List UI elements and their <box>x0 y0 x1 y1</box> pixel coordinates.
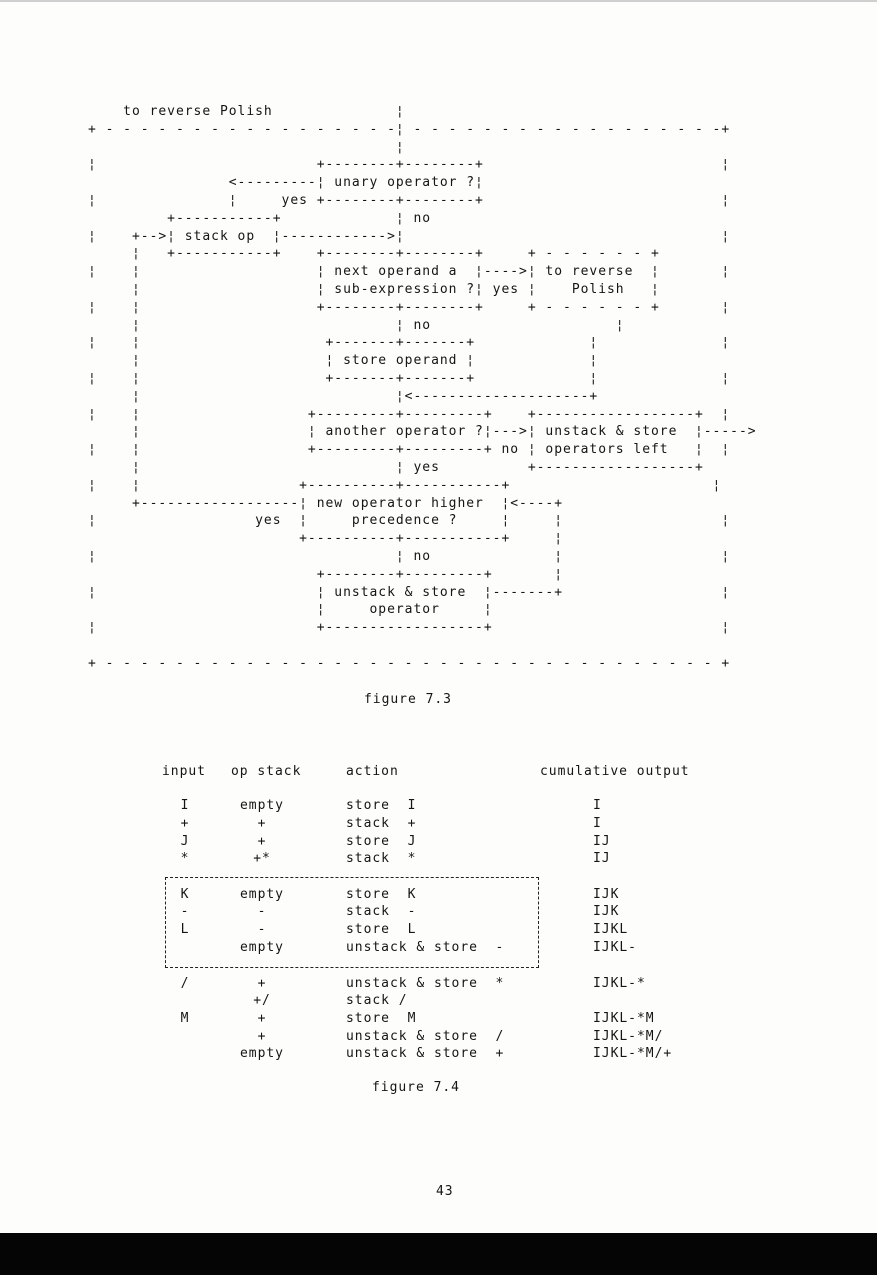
diagram-line: ¦ ¦ +-------+-------+ ¦ ¦ <box>88 335 731 351</box>
cell-op-stack: empty <box>240 887 284 902</box>
cell-op-stack: empty <box>240 940 284 955</box>
diagram-line: + - - - - - - - - - - - - - - - - -¦ - -… <box>88 121 731 137</box>
cell-op-stack: + <box>257 1011 267 1026</box>
cell-output: I <box>593 816 602 831</box>
cell-input: / <box>180 976 190 991</box>
diagram-line: ¦ ¦ yes +------------------+ <box>88 460 704 475</box>
cell-op-stack: - <box>257 922 267 937</box>
cell-input: * <box>180 851 190 866</box>
page-number: 43 <box>436 1184 454 1199</box>
cell-action: unstack & store - <box>346 940 505 955</box>
cell-op-stack: + <box>257 976 267 991</box>
cell-op-stack: + <box>257 816 267 831</box>
cell-op-stack: - <box>257 904 267 919</box>
diagram-line: ¦ +------------------+ ¦ <box>88 620 731 636</box>
header-action: action <box>346 764 399 779</box>
diagram-line: ¦ ¦<--------------------+ <box>88 388 599 404</box>
cell-output: IJ <box>593 851 611 866</box>
cell-action: store K <box>346 887 417 902</box>
cell-action: store M <box>346 1011 417 1026</box>
cell-op-stack: +* <box>253 851 271 866</box>
diagram-line: ¦ ¦ +---------+---------+ +-------------… <box>88 406 731 422</box>
diagram-line: ¦ +-----------+ +--------+--------+ + - … <box>88 246 660 262</box>
diagram-line: ¦ operator ¦ <box>88 602 493 618</box>
diagram-line: ¦ ¦ another operator ?¦--->¦ unstack & s… <box>88 424 757 440</box>
cell-op-stack: empty <box>240 1046 284 1061</box>
cell-input: L <box>180 922 190 937</box>
cell-output: IJ <box>593 834 611 849</box>
diagram-line: ¦ ¦ store operand ¦ ¦ <box>88 353 599 369</box>
diagram-line: ¦ ¦ +----------+-----------+ ¦ <box>88 477 722 493</box>
figure-caption-7-4: figure 7.4 <box>372 1080 460 1095</box>
cell-action: unstack & store / <box>346 1029 505 1044</box>
cell-input: - <box>180 904 190 919</box>
conversion-table-figure-7-4: input op stack action cumulative output … <box>162 764 690 1061</box>
highlighted-subexpression-box <box>165 877 539 968</box>
scan-border <box>0 1233 877 1275</box>
cell-input: K <box>180 887 190 902</box>
cell-action: unstack & store + <box>346 1046 505 1061</box>
diagram-line: ¦ +--------+--------+ ¦ <box>88 157 731 173</box>
diagram-line: ¦ ¦ no ¦ ¦ <box>88 549 731 564</box>
diagram-line: <---------¦ unary operator ?¦ <box>88 175 484 191</box>
cell-action: store L <box>346 922 417 937</box>
cell-input: J <box>180 834 190 849</box>
cell-output: IJKL-*M/ <box>593 1029 664 1044</box>
cell-action: unstack & store * <box>346 976 505 991</box>
cell-input: M <box>180 1011 190 1026</box>
figure-caption-7-3: figure 7.3 <box>364 692 452 707</box>
cell-op-stack: +/ <box>253 993 271 1008</box>
diagram-line: ¦ +-->¦ stack op ¦------------>¦ ¦ <box>88 228 731 244</box>
diagram-line: ¦ ¦ ¦ next operand a ¦---->¦ to reverse … <box>88 264 731 280</box>
diagram-line: ¦ ¦ +-------+-------+ ¦ ¦ <box>88 371 731 386</box>
diagram-line: + - - - - - - - - - - - - - - - - - - - … <box>88 655 731 671</box>
cell-output: IJK <box>593 904 620 919</box>
cell-op-stack: + <box>257 834 267 849</box>
cell-output: I <box>593 798 602 813</box>
cell-output: IJK <box>593 887 620 902</box>
diagram-line: to reverse Polish ¦ <box>88 104 405 119</box>
diagram-line: ¦ <box>88 139 405 155</box>
diagram-line: ¦ ¦ +--------+--------+ + - - - - - - + … <box>88 299 731 315</box>
diagram-line: +--------+---------+ ¦ <box>88 566 564 582</box>
scan-edge <box>0 0 877 2</box>
cell-action: store J <box>346 834 417 849</box>
cell-action: stack / <box>346 993 408 1008</box>
diagram-line: ¦ ¦ no ¦ <box>88 317 625 333</box>
cell-output: IJKL <box>593 922 629 937</box>
header-cumulative-output: cumulative output <box>540 764 690 779</box>
cell-action: store I <box>346 798 417 813</box>
header-input: input <box>162 764 206 779</box>
cell-input: + <box>180 816 190 831</box>
diagram-line: ¦ ¦ unstack & store ¦-------+ ¦ <box>88 584 731 600</box>
diagram-line: +------------------¦ new operator higher… <box>88 495 564 511</box>
cell-output: IJKL- <box>593 940 637 955</box>
cell-input: I <box>180 798 190 813</box>
diagram-line: ¦ ¦ sub-expression ?¦ yes ¦ Polish ¦ <box>88 282 660 297</box>
diagram-line: +-----------+ ¦ no <box>88 210 432 226</box>
cell-op-stack: + <box>257 1029 267 1044</box>
cell-action: stack + <box>346 816 417 831</box>
cell-output: IJKL-*M/+ <box>593 1046 673 1061</box>
cell-op-stack: empty <box>240 798 284 813</box>
cell-output: IJKL-* <box>593 976 646 991</box>
header-op-stack: op stack <box>231 764 302 779</box>
diagram-line: ¦ yes ¦ precedence ? ¦ ¦ ¦ <box>88 513 731 529</box>
diagram-line: ¦ ¦ +---------+---------+ no ¦ operators… <box>88 442 731 458</box>
cell-action: stack - <box>346 904 417 919</box>
diagram-line: ¦ ¦ yes +--------+--------+ ¦ <box>88 193 731 208</box>
diagram-line: +----------+-----------+ ¦ <box>88 531 564 547</box>
cell-action: stack * <box>346 851 417 866</box>
flowchart-figure-7-3: to reverse Polish ¦ + - - - - - - - - - -… <box>88 0 788 700</box>
cell-output: IJKL-*M <box>593 1011 655 1026</box>
